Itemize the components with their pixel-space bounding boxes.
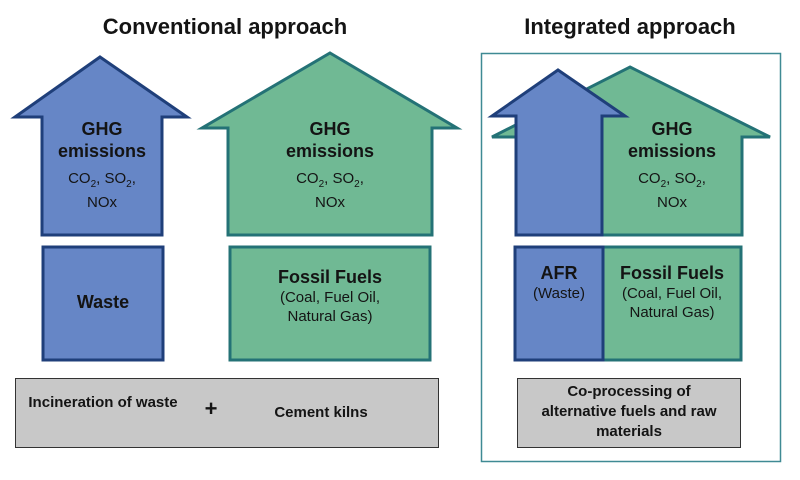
- integrated-title: Integrated approach: [524, 14, 736, 39]
- incineration-label: Incineration of waste: [28, 394, 178, 411]
- emissions-label: emissions: [57, 141, 147, 161]
- emissions-label: emissions: [627, 141, 717, 161]
- integrated-arrow-label: GHG emissions CO2, SO2,NOx: [602, 118, 742, 212]
- ghg-label: GHG: [651, 119, 693, 139]
- coprocessing-label: Co-processing of alternative fuels and r…: [541, 383, 717, 440]
- gases-label: CO2, SO2,NOx: [296, 170, 364, 211]
- conventional-process-box: Incineration of waste + Cement kilns: [15, 378, 439, 448]
- coprocessing-box: Co-processing of alternative fuels and r…: [517, 378, 741, 448]
- integrated-afr-arrow: [487, 68, 630, 237]
- fossil-emissions-arrow: [196, 51, 463, 237]
- gases-label: CO2, SO2,NOx: [638, 170, 706, 211]
- fossil-fuels-box: [228, 245, 432, 362]
- integrated-fossil-label: Fossil Fuels (Coal, Fuel Oil, Natural Ga…: [619, 263, 725, 321]
- integrated-panel-border: [480, 52, 782, 463]
- afr-box: [513, 245, 605, 362]
- emissions-label: emissions: [285, 141, 375, 161]
- gases-label: CO2, SO2,NOx: [68, 170, 136, 211]
- waste-emissions-arrow: [10, 55, 192, 237]
- waste-box-label: Waste: [76, 292, 130, 312]
- cement-kilns-label: Cement kilns: [274, 404, 368, 421]
- conventional-title: Conventional approach: [102, 14, 348, 39]
- ghg-label: GHG: [81, 119, 123, 139]
- plus-icon: +: [204, 396, 218, 421]
- fossil-box-label: Fossil Fuels (Coal, Fuel Oil, Natural Ga…: [277, 267, 383, 325]
- fossil-arrow-label: GHG emissions CO2, SO2,NOx: [230, 118, 430, 212]
- waste-box: [41, 245, 165, 362]
- waste-arrow-label: GHG emissions CO2, SO2,NOx: [42, 118, 162, 212]
- ghg-label: GHG: [309, 119, 351, 139]
- afr-box-label: AFR (Waste): [533, 263, 585, 302]
- integrated-fossil-box: [601, 245, 743, 362]
